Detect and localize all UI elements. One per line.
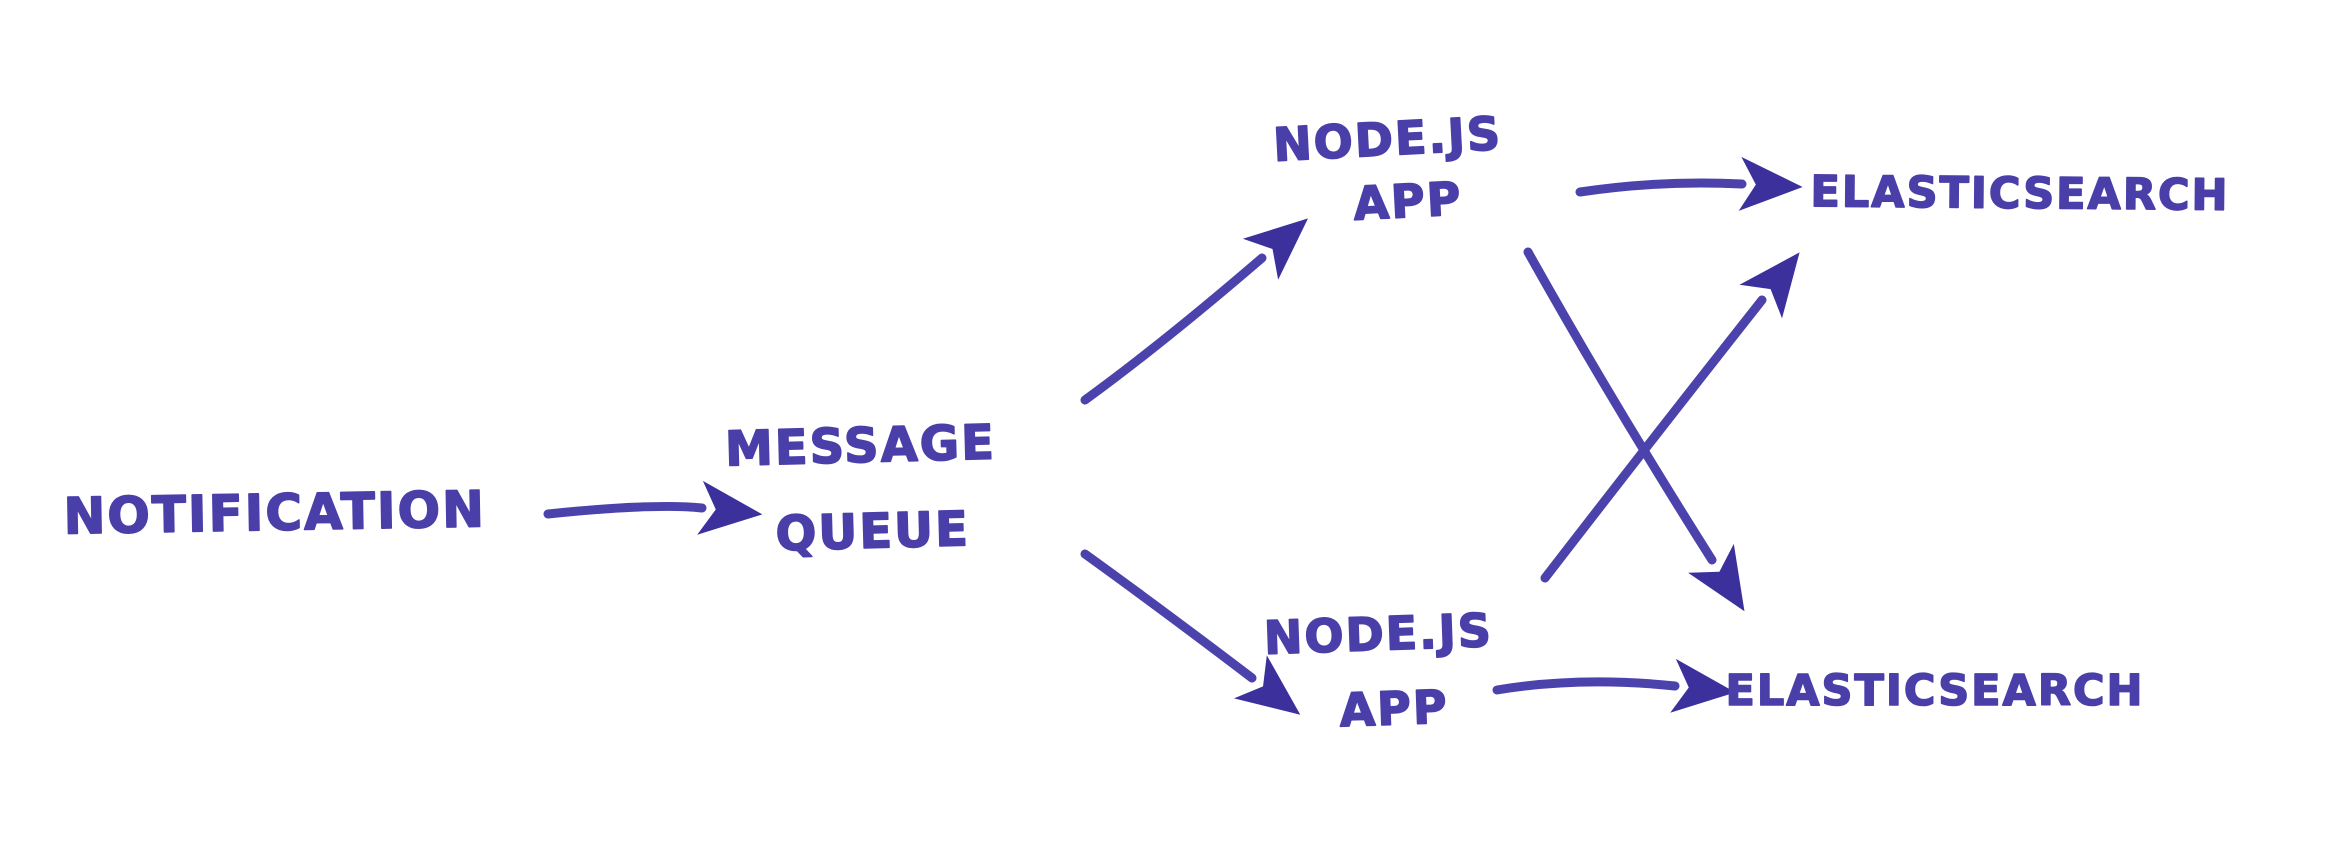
message-queue-label-line1: MESSAGE (724, 415, 996, 478)
node-node-app-top: NODE.JS APP (1271, 105, 1504, 231)
edge-notification-to-message-queue (543, 480, 763, 535)
node-notification: NOTIFICATION (62, 480, 487, 547)
node-elasticsearch-bottom: ELASTICSEARCH (1725, 665, 2145, 717)
elasticsearch-top-label: ELASTICSEARCH (1810, 167, 2229, 221)
node-app-bottom-label-line1: NODE.JS (1263, 603, 1494, 665)
node-elasticsearch-top: ELASTICSEARCH (1810, 166, 2231, 221)
node-node-app-bottom: NODE.JS APP (1262, 602, 1494, 738)
node-app-top-label-line2: APP (1352, 171, 1464, 231)
node-app-top-label-line1: NODE.JS (1272, 106, 1503, 172)
edge-node-app-bottom-to-elasticsearch-bottom (1492, 658, 1736, 713)
edge-node-app-bottom-to-elasticsearch-top (1540, 252, 1800, 583)
node-message-queue: MESSAGE QUEUE (724, 414, 998, 563)
message-queue-label-line2: QUEUE (775, 501, 971, 562)
edge-message-queue-to-node-app-top (1080, 218, 1309, 405)
elasticsearch-bottom-label: ELASTICSEARCH (1726, 666, 2145, 716)
edge-node-app-top-to-elasticsearch-top (1575, 156, 1803, 211)
notification-label: NOTIFICATION (63, 480, 486, 545)
edge-node-app-top-to-elasticsearch-bottom (1523, 247, 1745, 612)
node-app-bottom-label-line2: APP (1339, 680, 1450, 738)
edge-message-queue-to-node-app-bottom (1080, 549, 1301, 715)
